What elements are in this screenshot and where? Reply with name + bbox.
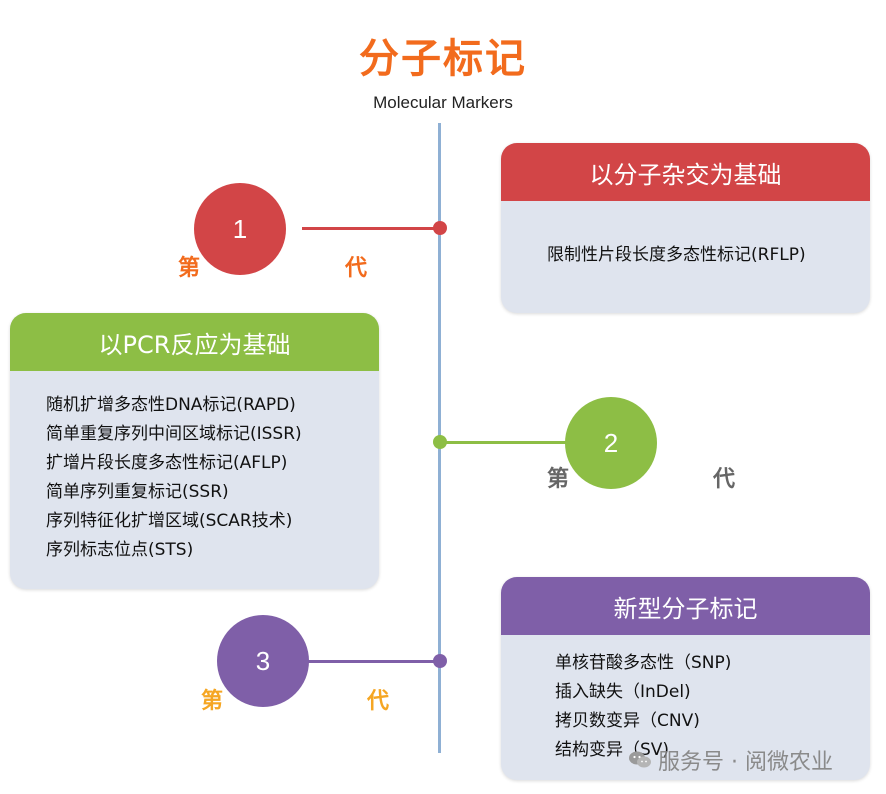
page-subtitle: Molecular Markers bbox=[373, 93, 513, 112]
gen2-card: 以PCR反应为基础 随机扩增多态性DNA标记(RAPD) 简单重复序列中间区域标… bbox=[10, 313, 379, 589]
gen3-circle: 3 bbox=[217, 615, 309, 707]
watermark: 服务号 · 阅微农业 bbox=[628, 744, 833, 776]
gen1-circle: 1 bbox=[194, 183, 286, 275]
page-title: 分子标记 bbox=[359, 36, 527, 82]
gen2-item: 序列标志位点(STS) bbox=[46, 540, 194, 560]
gen2-label-right: 代 bbox=[713, 467, 736, 492]
gen3-item: 拷贝数变异（CNV) bbox=[555, 711, 700, 731]
gen3-card-header: 新型分子标记 bbox=[501, 577, 870, 635]
gen2-label-left: 第 bbox=[547, 467, 570, 492]
gen2-item: 简单序列重复标记(SSR) bbox=[46, 482, 229, 502]
gen1-card: 以分子杂交为基础 限制性片段长度多态性标记(RFLP) bbox=[501, 143, 870, 313]
gen1-axis-dot bbox=[433, 221, 447, 235]
gen2-card-header: 以PCR反应为基础 bbox=[10, 313, 379, 371]
gen1-connector bbox=[302, 227, 440, 230]
gen1-label-right: 代 bbox=[345, 256, 368, 281]
gen2-item: 扩增片段长度多态性标记(AFLP) bbox=[46, 453, 288, 473]
gen2-item: 序列特征化扩增区域(SCAR技术) bbox=[46, 511, 293, 531]
wechat-icon bbox=[628, 750, 652, 770]
gen3-label-left: 第 bbox=[201, 689, 224, 714]
gen3-item: 插入缺失（InDel) bbox=[555, 682, 691, 702]
gen1-card-header: 以分子杂交为基础 bbox=[501, 143, 870, 201]
gen2-item: 简单重复序列中间区域标记(ISSR) bbox=[46, 424, 302, 444]
gen1-item: 限制性片段长度多态性标记(RFLP) bbox=[547, 245, 806, 265]
gen3-item: 单核苷酸多态性（SNP) bbox=[555, 653, 732, 673]
gen3-connector bbox=[300, 660, 440, 663]
gen2-circle: 2 bbox=[565, 397, 657, 489]
gen1-label-left: 第 bbox=[178, 256, 201, 281]
gen3-card: 新型分子标记 单核苷酸多态性（SNP) 插入缺失（InDel) 拷贝数变异（CN… bbox=[501, 577, 870, 780]
gen3-axis-dot bbox=[433, 654, 447, 668]
gen2-connector bbox=[440, 441, 580, 444]
gen2-axis-dot bbox=[433, 435, 447, 449]
gen3-label-right: 代 bbox=[367, 689, 390, 714]
watermark-text: 服务号 · 阅微农业 bbox=[658, 750, 833, 775]
gen2-item: 随机扩增多态性DNA标记(RAPD) bbox=[46, 395, 296, 415]
